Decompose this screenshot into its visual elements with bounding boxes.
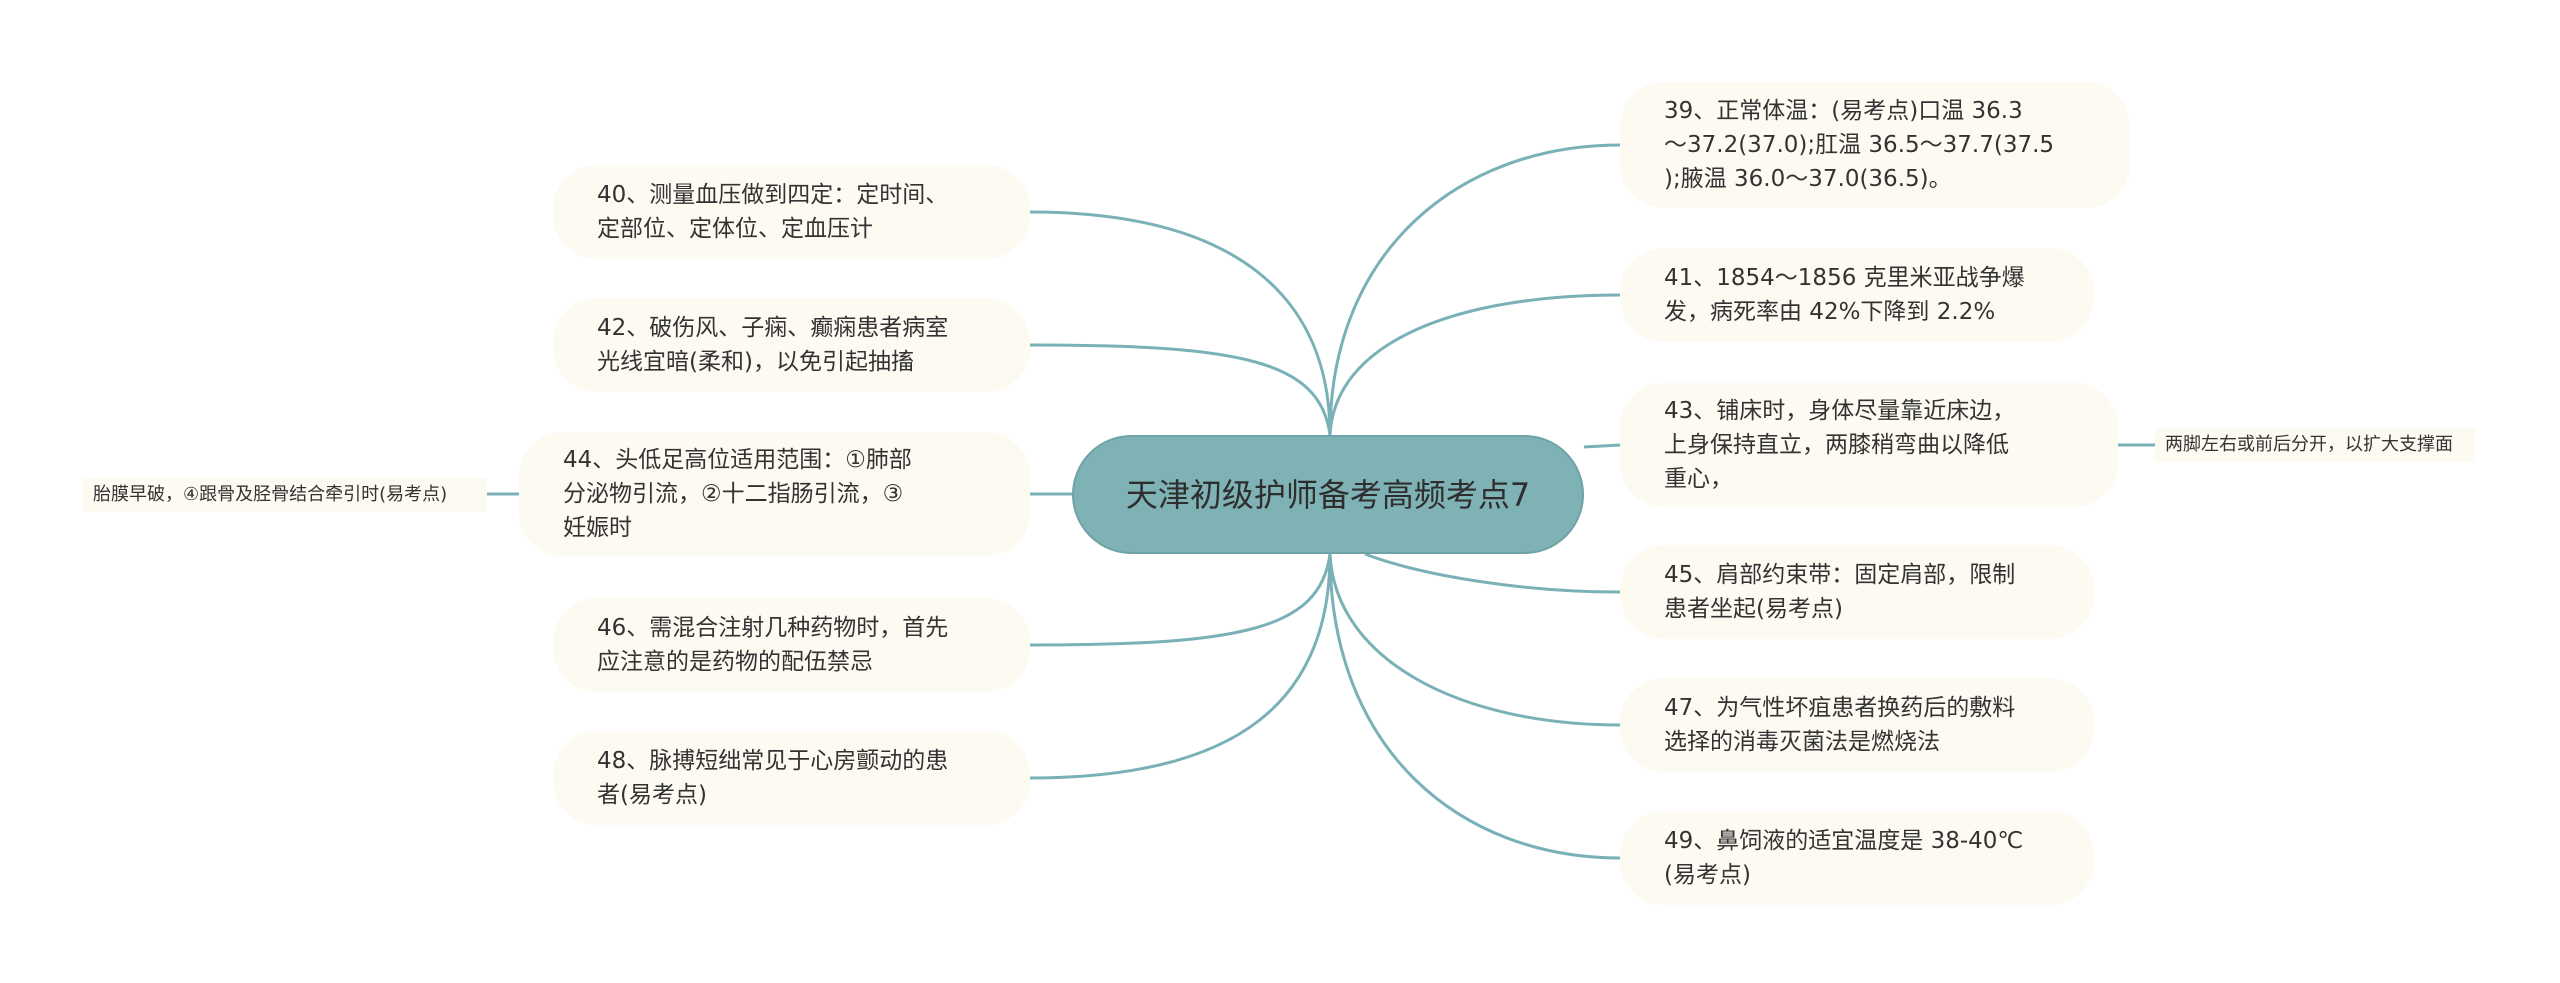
topic-text: 39、正常体温：(易考点)口温 36.3 ～37.2(37.0);肛温 36.5… (1664, 98, 2055, 192)
leaf-text: 两脚左右或前后分开，以扩大支撑面 (2165, 434, 2453, 455)
topic-node-40[interactable]: 40、测量血压做到四定：定时间、 定部位、定体位、定血压计 (553, 165, 1030, 259)
topic-node-46[interactable]: 46、需混合注射几种药物时，首先 应注意的是药物的配伍禁忌 (553, 598, 1030, 692)
topic-text: 44、头低足高位适用范围：①肺部 分泌物引流，②十二指肠引流，③ 妊娠时 (563, 447, 912, 541)
topic-text: 42、破伤风、子痫、癫痫患者病室 光线宜暗(柔和)，以免引起抽搐 (597, 315, 949, 375)
link-41 (1328, 293, 1621, 436)
topic-node-48[interactable]: 48、脉搏短绌常见于心房颤动的患 者(易考点) (553, 731, 1030, 825)
leaf-node-left[interactable]: 胎膜早破，④跟骨及胫骨结合牵引时(易考点) (83, 478, 487, 512)
topic-text: 49、鼻饲液的适宜温度是 38-40℃ (易考点) (1664, 828, 2024, 888)
topic-node-44[interactable]: 44、头低足高位适用范围：①肺部 分泌物引流，②十二指肠引流，③ 妊娠时 (519, 432, 1030, 556)
leaf-node-right[interactable]: 两脚左右或前后分开，以扩大支撑面 (2155, 428, 2475, 462)
link-47 (1328, 553, 1621, 727)
topic-node-41[interactable]: 41、1854～1856 克里米亚战争爆 发，病死率由 42%下降到 2.2% (1620, 248, 2094, 342)
central-topic[interactable]: 天津初级护师备考高频考点7 (1072, 435, 1584, 554)
topic-text: 45、肩部约束带：固定肩部，限制 患者坐起(易考点) (1664, 562, 2016, 622)
topic-text: 48、脉搏短绌常见于心房颤动的患 者(易考点) (597, 748, 949, 808)
link-46 (1029, 553, 1332, 647)
link-48 (1029, 553, 1332, 780)
topic-node-39[interactable]: 39、正常体温：(易考点)口温 36.3 ～37.2(37.0);肛温 36.5… (1620, 82, 2130, 208)
link-40 (1029, 210, 1332, 436)
leaf-text: 胎膜早破，④跟骨及胫骨结合牵引时(易考点) (93, 484, 448, 505)
topic-text: 40、测量血压做到四定：定时间、 定部位、定体位、定血压计 (597, 182, 949, 242)
central-topic-label: 天津初级护师备考高频考点7 (1125, 475, 1531, 514)
link-42 (1029, 343, 1332, 436)
topic-text: 43、铺床时，身体尽量靠近床边， 上身保持直立，两膝稍弯曲以降低 重心， (1664, 398, 2016, 492)
topic-text: 47、为气性坏疽患者换药后的敷料 选择的消毒灭菌法是燃烧法 (1664, 695, 2016, 755)
topic-node-43[interactable]: 43、铺床时，身体尽量靠近床边， 上身保持直立，两膝稍弯曲以降低 重心， (1620, 383, 2118, 507)
link-39 (1328, 143, 1621, 436)
topic-node-49[interactable]: 49、鼻饲液的适宜温度是 38-40℃ (易考点) (1620, 811, 2094, 905)
link-45 (1364, 552, 1621, 594)
topic-text: 46、需混合注射几种药物时，首先 应注意的是药物的配伍禁忌 (597, 615, 949, 675)
topic-text: 41、1854～1856 克里米亚战争爆 发，病死率由 42%下降到 2.2% (1664, 265, 2025, 325)
topic-node-47[interactable]: 47、为气性坏疽患者换药后的敷料 选择的消毒灭菌法是燃烧法 (1620, 678, 2094, 772)
link-43 (1583, 443, 1621, 449)
topic-node-45[interactable]: 45、肩部约束带：固定肩部，限制 患者坐起(易考点) (1620, 545, 2094, 639)
topic-node-42[interactable]: 42、破伤风、子痫、癫痫患者病室 光线宜暗(柔和)，以免引起抽搐 (553, 298, 1030, 392)
link-49 (1328, 553, 1621, 860)
